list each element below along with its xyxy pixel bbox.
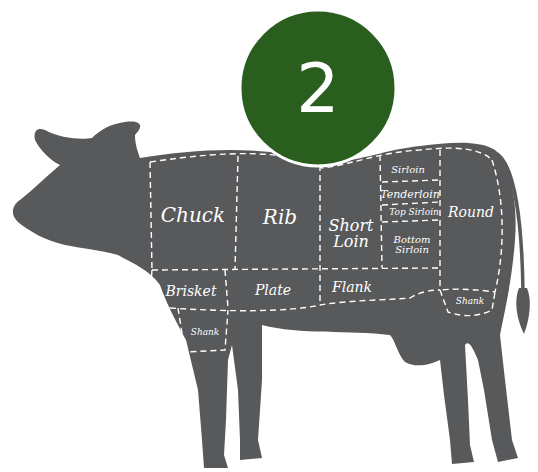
cut-name: Plate <box>255 283 291 297</box>
cut-line <box>440 290 495 316</box>
tail-tuft <box>516 288 530 334</box>
cut-line <box>150 162 152 270</box>
cut-line <box>225 270 228 308</box>
cut-line <box>152 268 440 270</box>
cut-line <box>235 156 238 270</box>
cut-line <box>382 202 440 205</box>
cut-line <box>382 220 440 222</box>
cow-silhouette <box>13 122 518 468</box>
cut-line <box>439 150 440 290</box>
cut-line <box>319 165 320 304</box>
cut-name: Short Loin <box>325 218 377 250</box>
cut-name: Round <box>448 205 494 219</box>
cut-name: Shank <box>191 328 220 337</box>
callout-badge: 2 <box>238 8 398 168</box>
cut-name: Shank <box>456 297 485 306</box>
cut-name: Rib <box>263 207 297 227</box>
cut-line <box>380 155 382 268</box>
cut-name: Bottom Sirloin <box>388 235 436 255</box>
cut-name: Brisket <box>165 284 216 298</box>
cut-name: Sirloin <box>391 165 425 175</box>
cut-lines <box>150 148 502 352</box>
cut-line <box>178 308 228 352</box>
cut-name: Flank <box>332 280 372 294</box>
cut-name: Chuck <box>161 205 225 225</box>
cut-line <box>440 160 502 292</box>
callout-number: 2 <box>238 8 398 168</box>
cut-name: Top Sirloin <box>389 208 439 217</box>
cut-name: Tenderloin <box>380 189 440 200</box>
cut-line <box>382 180 440 182</box>
